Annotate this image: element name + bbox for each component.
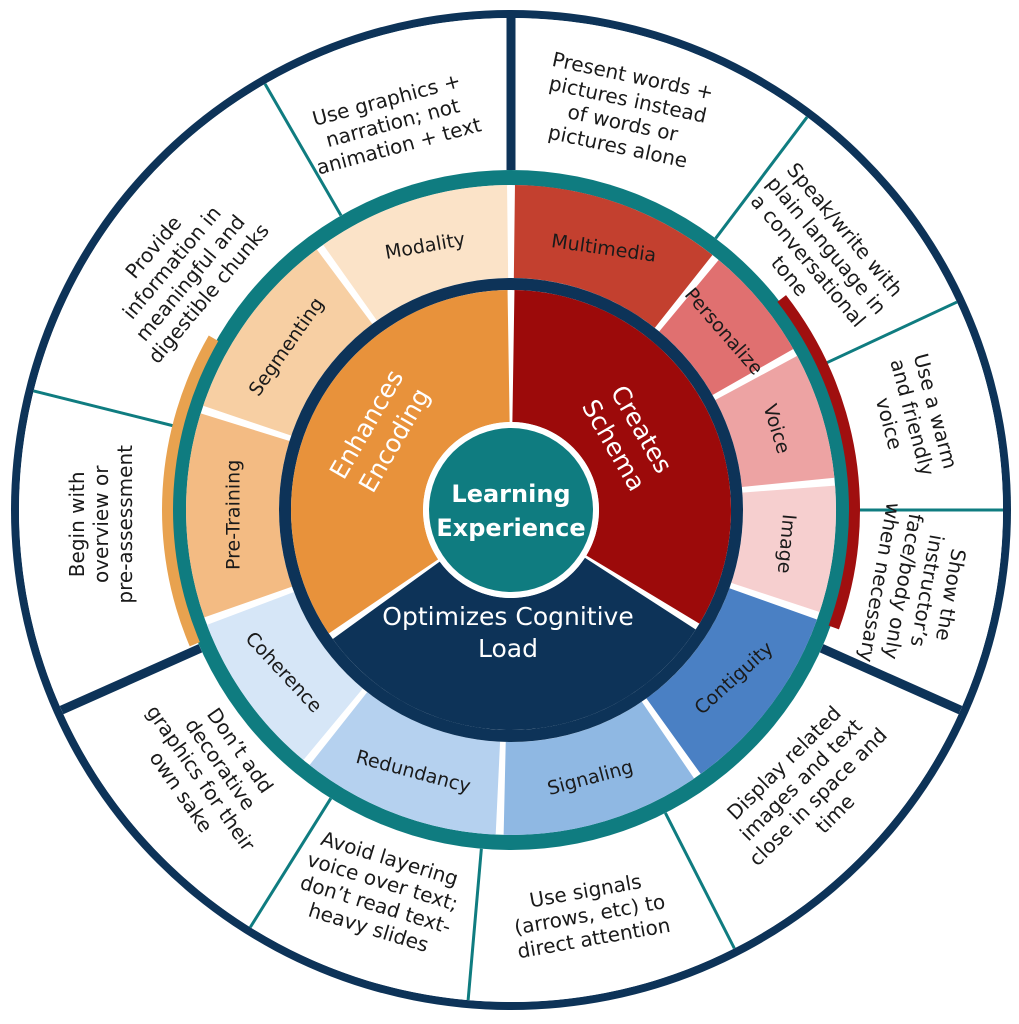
principle-segment-coherence	[206, 592, 363, 761]
core-segment-encoding	[290, 290, 510, 634]
core-segment-load	[332, 557, 696, 730]
description-segment-pretraining	[19, 390, 201, 711]
principle-segment-image	[731, 485, 836, 613]
segment-divider	[249, 797, 333, 929]
principle-segment-contiguity	[646, 588, 817, 774]
schema-group-arc	[777, 295, 861, 630]
description-segment-image	[821, 510, 1003, 711]
description-text-pretraining: Begin withoverview orpre-assessment	[65, 445, 137, 604]
principle-segment-voice	[715, 355, 835, 487]
segment-divider	[664, 812, 736, 950]
center-disc	[429, 428, 593, 592]
description-segment-modality	[265, 18, 511, 216]
principle-label-pretraining: Pre-Training	[223, 460, 245, 570]
core-segment-schema	[512, 290, 731, 624]
group-divider	[819, 644, 963, 715]
description-segment-multimedia	[511, 18, 808, 239]
description-text-multimedia: Present words +pictures insteadof words …	[535, 47, 715, 175]
outer-description-ring: Present words +pictures insteadof words …	[11, 10, 1011, 1010]
encoding-group-arc	[162, 335, 219, 647]
segment-divider	[818, 300, 958, 368]
principle-segment-multimedia	[513, 185, 713, 328]
principle-segment-segmenting	[203, 249, 373, 436]
description-segment-segmenting	[33, 83, 341, 428]
principle-segment-signaling	[503, 701, 695, 835]
description-segment-voice	[819, 302, 1003, 510]
principle-segment-personalize	[659, 259, 794, 396]
segment-divider	[263, 83, 343, 217]
description-segment-personalize	[715, 117, 957, 367]
principle-segment-modality	[323, 185, 509, 321]
segment-divider	[466, 848, 483, 1001]
segment-divider	[33, 389, 182, 430]
segment-divider	[714, 116, 809, 240]
description-segment-redundancy	[250, 798, 482, 1001]
principle-segment-redundancy	[309, 692, 501, 835]
description-segment-contiguity	[665, 648, 961, 949]
principle-label-image: Image	[773, 513, 800, 574]
description-text-segmenting: Provideinformation inmeaningful anddiges…	[88, 172, 274, 368]
group-divider	[59, 644, 203, 715]
description-segment-coherence	[61, 648, 331, 928]
principle-segment-pretraining	[186, 413, 293, 618]
description-segment-signaling	[468, 812, 735, 1002]
